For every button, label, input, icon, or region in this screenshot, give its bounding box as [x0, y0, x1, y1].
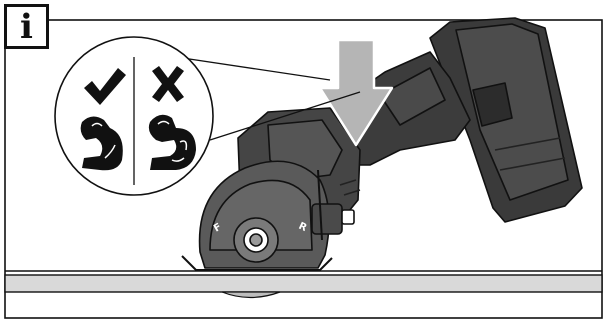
info-badge: i	[4, 4, 49, 49]
callout-circle	[55, 37, 213, 195]
info-letter: i	[20, 10, 33, 44]
